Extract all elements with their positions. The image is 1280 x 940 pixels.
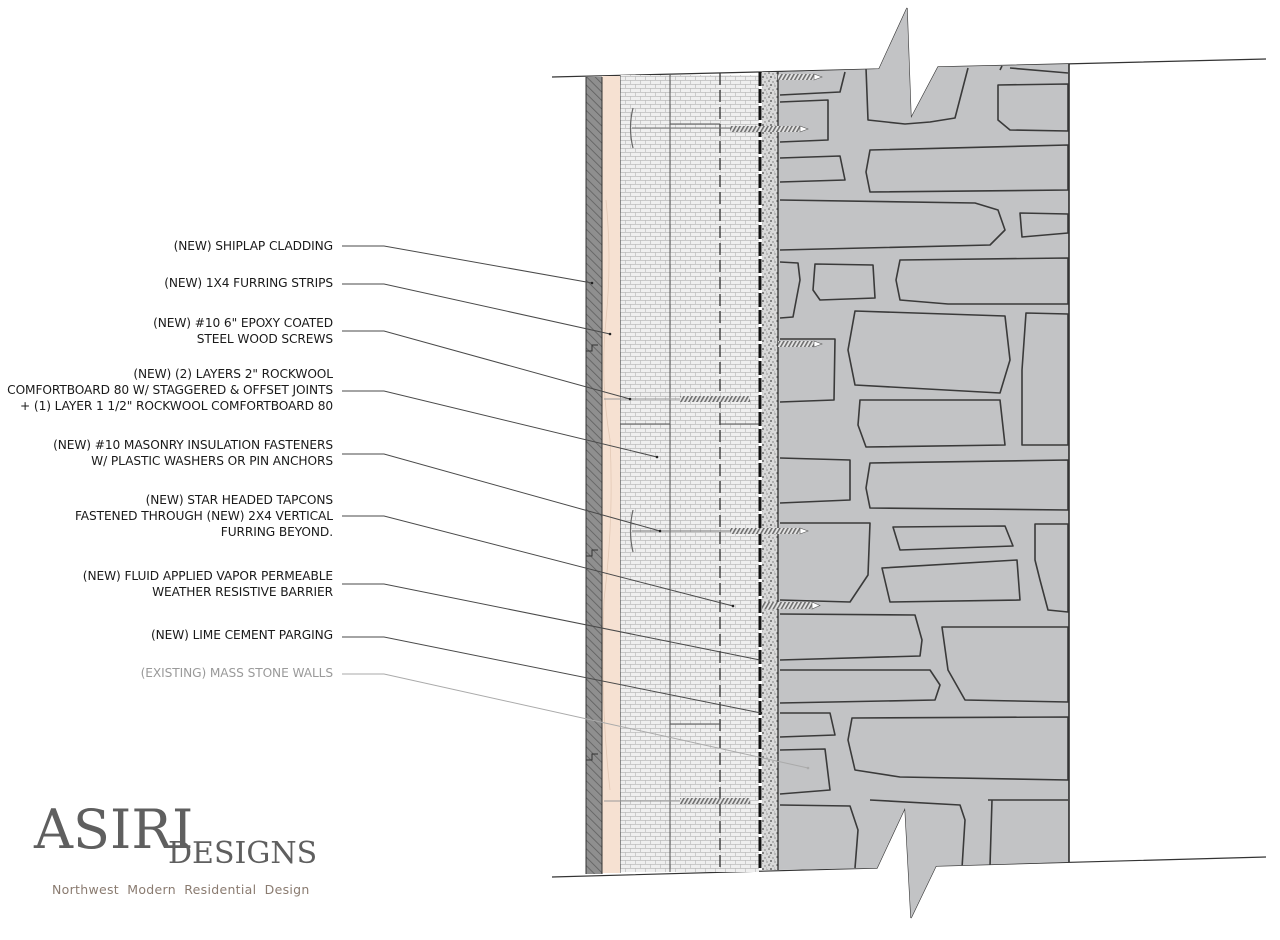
brand-tagline: Northwest Modern Residential Design xyxy=(52,882,310,897)
leader-line-parging xyxy=(342,636,762,714)
callout-wrb: (NEW) FLUID APPLIED VAPOR PERMEABLE WEAT… xyxy=(82,569,333,599)
leader-dot xyxy=(759,711,763,715)
leader-line-masonry-fasteners xyxy=(342,453,661,532)
leader-line-screws xyxy=(342,330,631,400)
insulation-fastener-icon xyxy=(629,107,809,149)
fasteners xyxy=(604,73,823,804)
shiplap-cladding xyxy=(585,77,603,874)
leader-dot xyxy=(758,658,762,662)
leader-dot xyxy=(628,397,632,401)
callout-stone: (EXISTING) MASS STONE WALLS xyxy=(140,666,333,680)
wood-screw-icon xyxy=(604,798,750,804)
callout-shiplap: (NEW) SHIPLAP CLADDING xyxy=(173,239,333,253)
rockwool-insulation xyxy=(619,73,759,873)
callout-parging: (NEW) LIME CEMENT PARGING xyxy=(150,628,333,642)
leader-line-furring xyxy=(342,283,611,335)
leader-line-tapcons xyxy=(342,515,734,607)
leader-dot xyxy=(655,455,659,459)
stone-joints xyxy=(779,65,1069,869)
leader-dot xyxy=(731,604,735,608)
leader-line-wrb xyxy=(342,583,761,661)
callout-rockwool: (NEW) (2) LAYERS 2" ROCKWOOL COMFORTBOAR… xyxy=(7,367,333,413)
tapcon-icon xyxy=(762,601,821,610)
insulation-fastener-icon xyxy=(629,509,809,553)
callout-furring: (NEW) 1X4 FURRING STRIPS xyxy=(164,276,333,290)
leader-dot xyxy=(590,281,594,285)
leader-lines xyxy=(342,245,810,770)
leader-line-stone xyxy=(342,673,809,769)
callout-tapcons: (NEW) STAR HEADED TAPCONS FASTENED THROU… xyxy=(74,493,333,539)
brand-name: ASIRI xyxy=(34,798,194,861)
masonry-screw-icon xyxy=(778,73,823,81)
lime-cement-parging xyxy=(762,72,778,870)
masonry-screw-icon xyxy=(778,340,823,348)
leader-line-shiplap xyxy=(342,245,593,284)
leader-line-rockwool xyxy=(342,390,658,458)
leader-dot xyxy=(658,529,662,533)
leader-dot xyxy=(608,332,612,336)
callout-masonry-fasteners: (NEW) #10 MASONRY INSULATION FASTENERS W… xyxy=(53,438,333,468)
brand-suffix: DESIGNS xyxy=(168,836,318,871)
mass-stone-wall xyxy=(778,8,1070,918)
callout-screws: (NEW) #10 6" EPOXY COATED STEEL WOOD SCR… xyxy=(153,316,333,346)
leader-dot xyxy=(806,766,810,770)
wood-screw-icon xyxy=(604,396,750,402)
